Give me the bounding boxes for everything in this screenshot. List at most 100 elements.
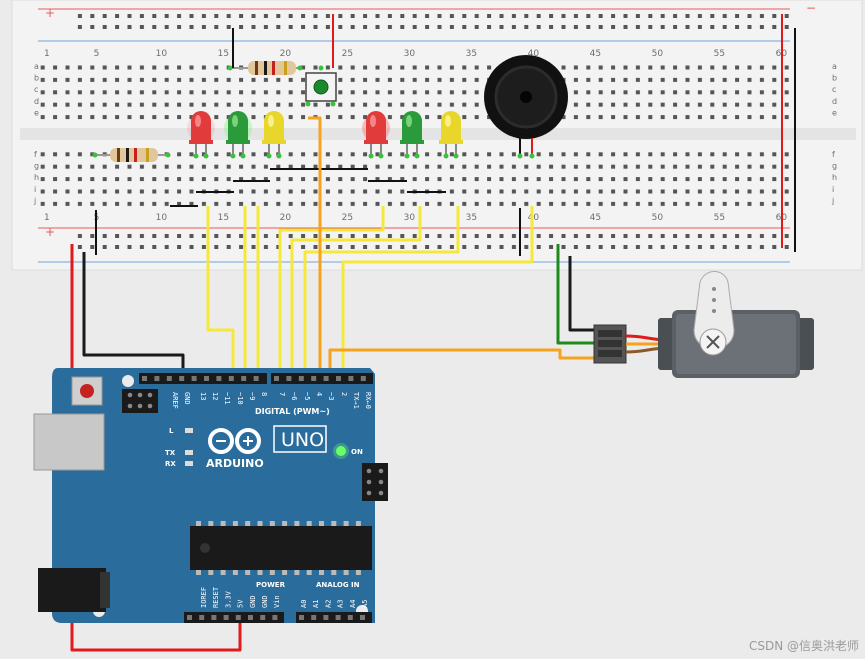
watermark: CSDN @信奥洪老师 <box>748 639 859 653</box>
servo-motor[interactable] <box>593 271 814 379</box>
column-number: 25 <box>342 213 353 223</box>
row-label: f <box>832 150 835 159</box>
arduino-logo <box>208 428 261 454</box>
digital-pin-label: ~6 <box>290 392 298 400</box>
row-label: j <box>33 196 36 205</box>
row-label: c <box>832 85 836 94</box>
row-label: d <box>832 97 837 106</box>
power-header <box>184 612 284 623</box>
led-red[interactable] <box>187 111 215 159</box>
digital-pin-label: 2 <box>340 392 348 396</box>
column-number: 35 <box>466 213 477 223</box>
usb-port <box>33 413 105 471</box>
power-pin-label: 3.3V <box>224 590 232 608</box>
column-number: 40 <box>528 49 540 59</box>
digital-pin-label: 7 <box>278 392 286 396</box>
l-led <box>185 428 193 433</box>
column-number: 30 <box>404 49 416 59</box>
column-number: 55 <box>714 49 725 59</box>
bottom-rail-holes <box>70 234 790 256</box>
analog-label: ANALOG IN <box>316 581 360 589</box>
rail-minus-label: − <box>806 1 816 15</box>
power-pin-label: GND <box>261 595 269 608</box>
row-label: d <box>34 97 39 106</box>
breadboard: + − 151015202530354045505560 15101520253… <box>11 0 863 271</box>
analog-pin-label: A0 <box>300 600 308 608</box>
arduino-logo-signs <box>216 436 253 446</box>
uno-label: UNO <box>281 429 324 451</box>
pushbutton[interactable] <box>305 65 337 107</box>
icsp-header <box>122 389 158 413</box>
power-pin-label: GND <box>249 595 257 608</box>
digital-pin-label: 12 <box>211 392 219 400</box>
tx-led <box>185 450 193 455</box>
led-yellow[interactable] <box>262 111 286 159</box>
led-green[interactable] <box>224 111 252 159</box>
power-pin-label: 5V <box>237 599 245 608</box>
analog-pin-label: A3 <box>337 600 345 608</box>
led-yellow[interactable] <box>439 111 463 159</box>
resistor-top[interactable] <box>227 61 303 75</box>
digital-pin-label: TX→1 <box>352 392 360 409</box>
column-number: 30 <box>404 213 416 223</box>
icsp-header-right <box>362 463 388 501</box>
row-label: i <box>34 185 36 194</box>
row-label: j <box>831 196 834 205</box>
row-label: g <box>34 162 39 171</box>
row-label: e <box>832 108 837 117</box>
power-pin-labels: IOREF RESET 3.3V 5V GND GND Vin <box>200 586 281 608</box>
rail-plus-label-bottom: + <box>45 225 55 239</box>
digital-pin-label: ~5 <box>303 392 311 400</box>
column-number: 5 <box>94 49 100 59</box>
row-label: b <box>34 74 39 83</box>
gnd-label: GND <box>183 392 191 405</box>
analog-pin-label: A5 <box>361 600 369 608</box>
power-pin-label: RESET <box>212 586 220 608</box>
digital-pin-label: ~3 <box>327 392 335 400</box>
column-number: 45 <box>590 213 601 223</box>
digital-label: DIGITAL (PWM~) <box>255 407 330 416</box>
led-red[interactable] <box>362 111 390 159</box>
column-number: 25 <box>342 49 353 59</box>
reset-button[interactable] <box>71 376 103 406</box>
row-label: a <box>34 62 39 71</box>
row-label: i <box>832 185 834 194</box>
column-number: 15 <box>218 49 229 59</box>
tx-label: TX <box>165 449 176 457</box>
row-label: h <box>832 173 837 182</box>
digital-pin-label: RX←0 <box>364 392 372 409</box>
digital-pin-label: ~11 <box>223 392 231 405</box>
led-green[interactable] <box>400 111 424 159</box>
terminal-holes-top <box>40 60 792 122</box>
digital-pin-sockets <box>142 376 366 381</box>
row-label: a <box>832 62 837 71</box>
power-pin-label: IOREF <box>200 587 208 608</box>
row-label: e <box>34 108 39 117</box>
on-led <box>336 446 346 456</box>
arduino-wordmark: ARDUINO <box>206 457 264 470</box>
led-group <box>187 111 463 159</box>
center-channel <box>20 128 856 140</box>
aref-label: AREF <box>171 392 179 409</box>
piezo-buzzer[interactable] <box>484 55 568 159</box>
wires-orange <box>308 116 596 378</box>
bottom-pin-sockets <box>187 615 365 620</box>
power-label: POWER <box>256 581 286 589</box>
power-pin-label: Vin <box>273 595 281 608</box>
top-rail-holes <box>70 13 790 35</box>
rx-label: RX <box>165 460 176 468</box>
uno-badge <box>273 425 327 453</box>
digital-pin-label: ~9 <box>248 392 256 400</box>
digital-pin-label: 13 <box>199 392 207 400</box>
row-label: g <box>832 162 837 171</box>
digital-header-left <box>139 373 267 384</box>
column-number: 20 <box>280 213 292 223</box>
column-number: 55 <box>714 213 725 223</box>
resistor-bottom[interactable] <box>92 148 171 162</box>
column-number: 10 <box>156 213 168 223</box>
column-number: 10 <box>156 49 168 59</box>
row-label: f <box>34 150 37 159</box>
